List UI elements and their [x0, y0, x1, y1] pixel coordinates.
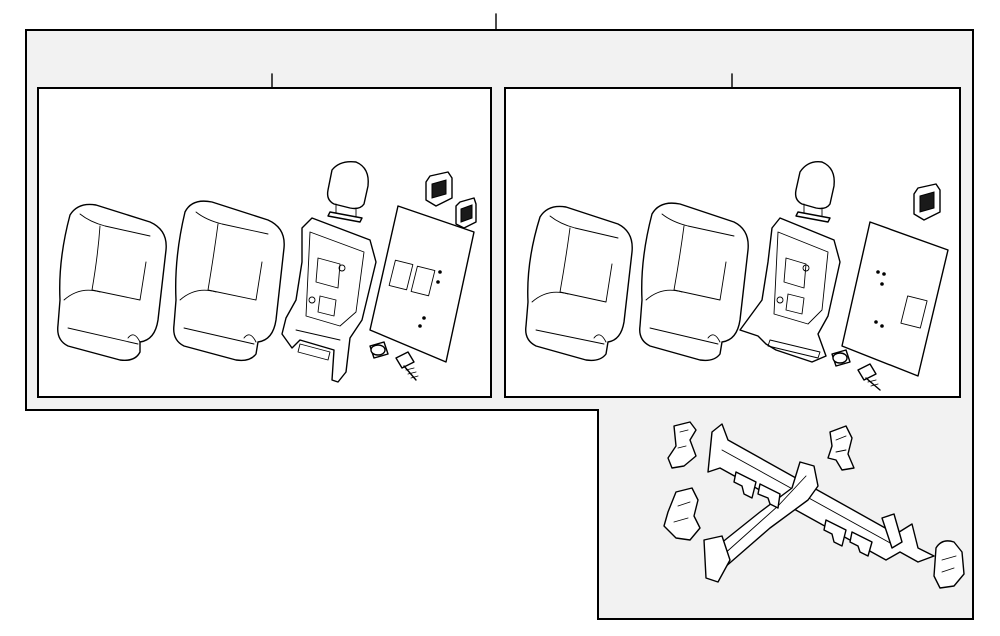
right-seat-back-cover-1	[525, 205, 633, 362]
right-seat-back-frame	[739, 217, 841, 363]
frame-bracket-3	[663, 487, 701, 541]
frame-bracket-1	[667, 421, 697, 469]
left-headrest	[326, 160, 369, 223]
left-bolt	[395, 351, 419, 381]
left-seat-back-cover-1	[57, 203, 167, 362]
right-bushing	[831, 349, 851, 367]
left-bushing	[369, 341, 389, 359]
frame-bracket-2	[827, 425, 855, 471]
right-back-board	[841, 221, 949, 377]
cross-frame	[703, 423, 935, 583]
left-seat-back-frame	[281, 217, 377, 383]
right-latch-switch	[913, 183, 941, 221]
left-back-board	[369, 205, 475, 363]
right-bolt	[857, 363, 881, 391]
left-seat-back-cover-2	[173, 200, 285, 362]
right-headrest	[794, 161, 835, 223]
right-seat-back-cover-2	[639, 202, 749, 362]
frame-bracket-4	[933, 540, 965, 589]
left-latch-switch-1	[425, 171, 453, 207]
left-latch-switch-2	[455, 197, 477, 229]
